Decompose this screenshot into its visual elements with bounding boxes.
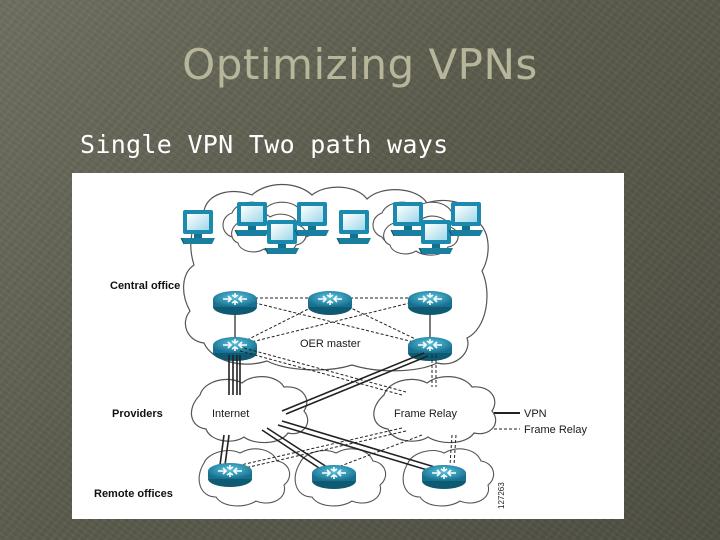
workstation-icon [336,209,372,245]
router-icon [212,336,258,362]
workstation-icon [294,201,330,237]
workstation-icon [180,209,216,245]
workstation-icon [234,201,270,237]
slide-title: Optimizing VPNs [182,40,538,89]
slide-subtitle: Single VPN Two path ways [80,130,449,159]
workstation-icon [448,201,484,237]
router-icon [307,290,353,316]
router-icon [407,290,453,316]
router-icon [212,290,258,316]
workstation-icon [418,219,454,255]
providers-label: Providers [112,408,163,420]
oer-master-label: OER master [300,338,361,350]
internet-cloud [190,376,309,444]
frame-relay-cloud-label: Frame Relay [394,408,457,420]
frame-relay-cloud [373,376,497,444]
remote-offices-label: Remote offices [94,488,173,500]
central-office-label: Central office [110,280,180,292]
network-diagram: Central office OER master Providers Inte… [72,173,624,519]
internet-label: Internet [212,408,249,420]
figure-id: 127263 [497,482,506,509]
legend-frame-relay-label: Frame Relay [524,424,587,436]
legend-vpn-label: VPN [524,408,547,420]
router-icon [207,462,253,488]
workstation-icon [390,201,426,237]
workstation-icon [264,219,300,255]
router-icon [421,464,467,490]
diagram-legend: VPN Frame Relay [494,408,587,436]
router-icon [311,464,357,490]
